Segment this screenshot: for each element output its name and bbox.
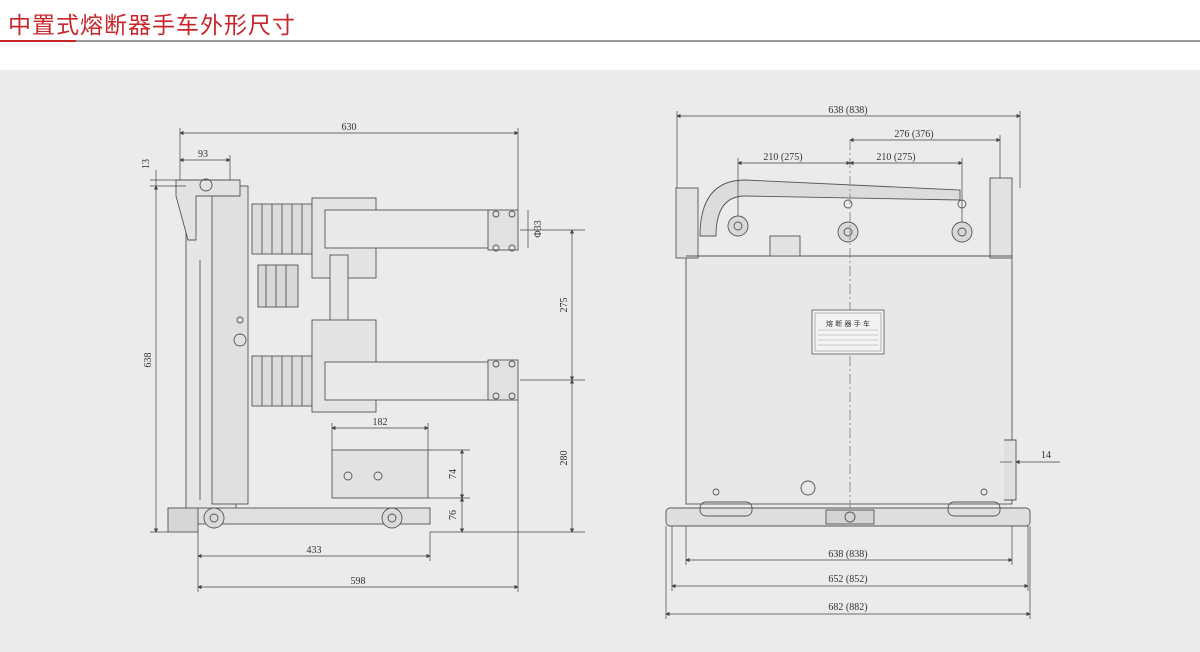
dim-top-width: 638 (838) [828, 105, 867, 116]
dim-frame-width: 652 (852) [828, 574, 867, 585]
dim-pitch-left: 210 (275) [763, 152, 802, 163]
dim-offset-left: 93 [198, 149, 208, 160]
title-divider [76, 40, 1200, 42]
dim-lower-height: 280 [559, 451, 570, 466]
dim-top-offset: 13 [141, 159, 152, 169]
front-view-dimensions [665, 111, 1060, 619]
dim-base-length: 598 [351, 576, 366, 587]
title-accent-bar [0, 40, 76, 42]
drawing-panel: 630 93 13 638 Φ33 275 280 182 74 76 433 … [0, 70, 1200, 652]
dim-bracket-width: 182 [373, 417, 388, 428]
lower-insulator [251, 319, 519, 413]
side-wheel-left [203, 507, 225, 529]
dim-contact-diameter: Φ33 [533, 220, 544, 237]
side-view-dim-labels: 630 93 13 638 Φ33 275 280 182 74 76 433 … [141, 122, 570, 587]
technical-drawing: 630 93 13 638 Φ33 275 280 182 74 76 433 … [141, 105, 1060, 619]
operating-arm [699, 179, 961, 237]
dim-total-width: 682 (882) [828, 602, 867, 613]
front-view-drawing [665, 140, 1031, 527]
nameplate-title: 熔 断 器 手 车 [826, 319, 870, 328]
side-wheel-right [381, 507, 403, 529]
upper-insulator [251, 197, 519, 279]
side-view-dimensions [150, 128, 585, 592]
dim-overall-width: 630 [342, 122, 357, 133]
page-title: 中置式熔断器手车外形尺寸 [8, 13, 296, 39]
page-header: 中置式熔断器手车外形尺寸 [0, 0, 1200, 70]
dim-overall-height: 638 [143, 353, 154, 368]
dim-half-width: 276 (376) [894, 129, 933, 140]
dim-body-width: 638 (838) [828, 549, 867, 560]
nameplate: 熔 断 器 手 车 [811, 309, 885, 355]
front-view-dim-labels: 638 (838) 276 (376) 210 (275) 210 (275) … [763, 105, 1051, 613]
dim-phase-spacing: 275 [559, 298, 570, 313]
dim-wheel-base: 433 [307, 545, 322, 556]
dim-bracket-height: 74 [448, 469, 459, 479]
dim-pitch-right: 210 (275) [876, 152, 915, 163]
side-view-drawing [167, 178, 519, 533]
dim-side-offset: 14 [1041, 450, 1051, 461]
dim-wheel-height: 76 [448, 510, 459, 520]
front-body [685, 255, 1013, 505]
